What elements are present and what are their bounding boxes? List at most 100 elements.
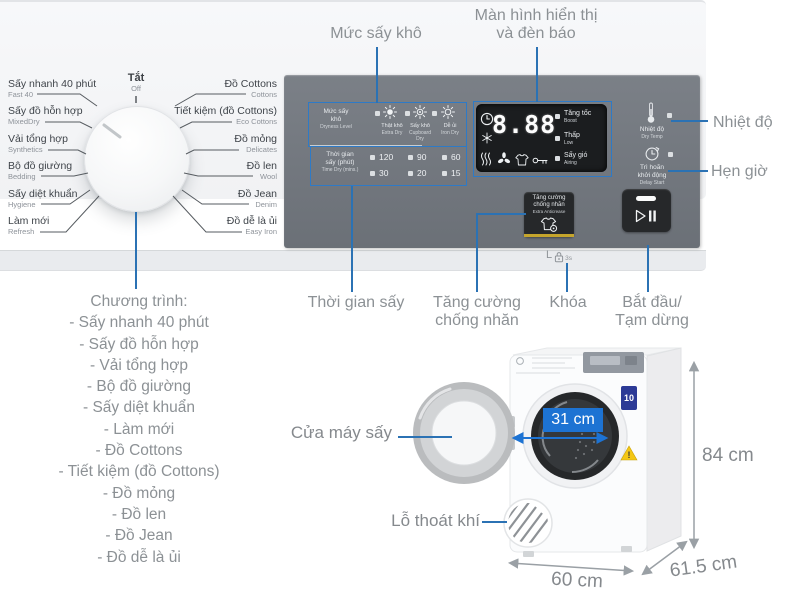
label-door: Cửa máy sấy	[290, 423, 392, 442]
display-value: 8.88	[492, 110, 557, 139]
dryer-foot	[621, 546, 632, 552]
time-60: 60	[451, 152, 461, 162]
list-item: - Sấy đồ hỗn hợp	[79, 335, 199, 353]
label-vent: Lỗ thoát khí	[391, 511, 480, 530]
anticrease-shirt-icon	[540, 217, 558, 232]
svg-text:!: !	[628, 450, 631, 460]
time-20: 20	[417, 168, 427, 178]
line-anticrease-h	[476, 213, 526, 215]
thermometer-icon	[646, 102, 656, 124]
line-start	[647, 245, 649, 292]
program-dial-knob	[84, 106, 190, 212]
anno-anticrease: Tăng cường chống nhăn	[433, 294, 521, 329]
dial-off-label: Tắt Off	[107, 72, 165, 93]
time-dry-title: Thời gian sấy (phút) Time Dry (mins.)	[321, 151, 359, 173]
child-lock-indicator: L 3s	[546, 249, 572, 263]
list-item: - Đồ Cottons	[95, 442, 183, 460]
list-item: - Tiết kiệm (đồ Cottons)	[58, 463, 220, 481]
vent-louvers	[508, 503, 548, 543]
dryness-opt-iron-dry: Dễ ủi Iron Dry	[441, 123, 459, 136]
brand-logo	[516, 357, 524, 365]
time-20-checkbox	[408, 171, 413, 176]
temp-label: Nhiệt độ Dry Temp	[639, 126, 665, 140]
play-pause-icon	[635, 209, 657, 223]
time-30-checkbox	[370, 171, 375, 176]
time-15: 15	[451, 168, 461, 178]
list-item: - Đồ mỏng	[102, 484, 176, 502]
off-label-vi: Tắt	[127, 72, 145, 84]
display-section-box	[473, 101, 612, 177]
line-display	[536, 47, 538, 102]
line-time-dry	[351, 186, 353, 292]
delay-label: Trì hoãn khởi động Delay Start	[637, 164, 667, 186]
temp-button	[667, 113, 672, 118]
sun-icon	[383, 105, 397, 119]
warranty-badge: 10	[621, 386, 637, 410]
anno-temperature: Nhiệt độ	[713, 114, 773, 131]
padlock-icon	[554, 251, 564, 263]
line-delay	[668, 170, 708, 172]
list-item: - Sấy nhanh 40 phút	[69, 314, 209, 332]
start-button-pill	[636, 196, 656, 201]
program-list: Chương trình: - Sấy nhanh 40 phút - Sấy …	[8, 291, 270, 568]
time-60-checkbox	[442, 155, 447, 160]
dryness-title: Mức sấy khô Dryness Level	[320, 108, 352, 130]
door-highlight	[418, 387, 452, 420]
drum-width-badge: 31 cm	[543, 408, 603, 432]
dryness-opt-extra-dry: Thật khô Extra Dry	[381, 123, 403, 136]
sun-icon	[413, 105, 427, 119]
cupboard-dry-checkbox	[405, 111, 410, 116]
time-90-checkbox	[408, 155, 413, 160]
list-item: - Đồ len	[111, 505, 167, 523]
time-15-checkbox	[442, 171, 447, 176]
program-eco-cottons: Tiết kiệm (đồ Cottons)Eco Cottons	[174, 105, 277, 126]
sun-icon	[441, 105, 455, 119]
list-item: - Vải tổng hợp	[89, 356, 189, 374]
door-glass	[431, 400, 497, 466]
dryness-opt-cupboard: Sấy khô Cupboard Dry	[409, 123, 431, 142]
anticrease-underline	[524, 234, 574, 237]
lock-l: L	[546, 249, 553, 261]
key-icon	[532, 156, 548, 165]
list-item: - Làm mới	[103, 420, 175, 438]
warning-icon: !	[620, 445, 638, 461]
dim-width: 60 cm	[550, 568, 604, 593]
dryer-top-buttons	[625, 356, 637, 365]
list-item: - Đồ dễ là ủi	[97, 548, 181, 566]
list-item: - Đồ Jean	[105, 527, 173, 545]
line-lock	[566, 263, 568, 292]
time-dry-section-box	[310, 146, 467, 186]
time-120-checkbox	[370, 155, 375, 160]
dimension-arrows	[507, 360, 700, 576]
line-programs	[135, 212, 137, 289]
dryer-side-face	[646, 347, 682, 552]
line-anticrease-v	[476, 213, 478, 292]
time-120: 120	[379, 152, 394, 162]
list-item: - Sấy diệt khuẩn	[82, 399, 195, 417]
program-list-title: Chương trình:	[90, 293, 188, 310]
dim-height: 84 cm	[702, 445, 754, 466]
line-temp	[671, 120, 708, 122]
anno-time-dry: Thời gian sấy	[307, 294, 405, 311]
printed-program-text	[516, 357, 575, 374]
boost-indicator	[555, 114, 560, 119]
anno-timer: Hẹn giờ	[711, 163, 768, 180]
line-dryness	[376, 47, 378, 103]
extra-dry-checkbox	[375, 111, 380, 116]
heat-waves-icon	[480, 152, 492, 166]
